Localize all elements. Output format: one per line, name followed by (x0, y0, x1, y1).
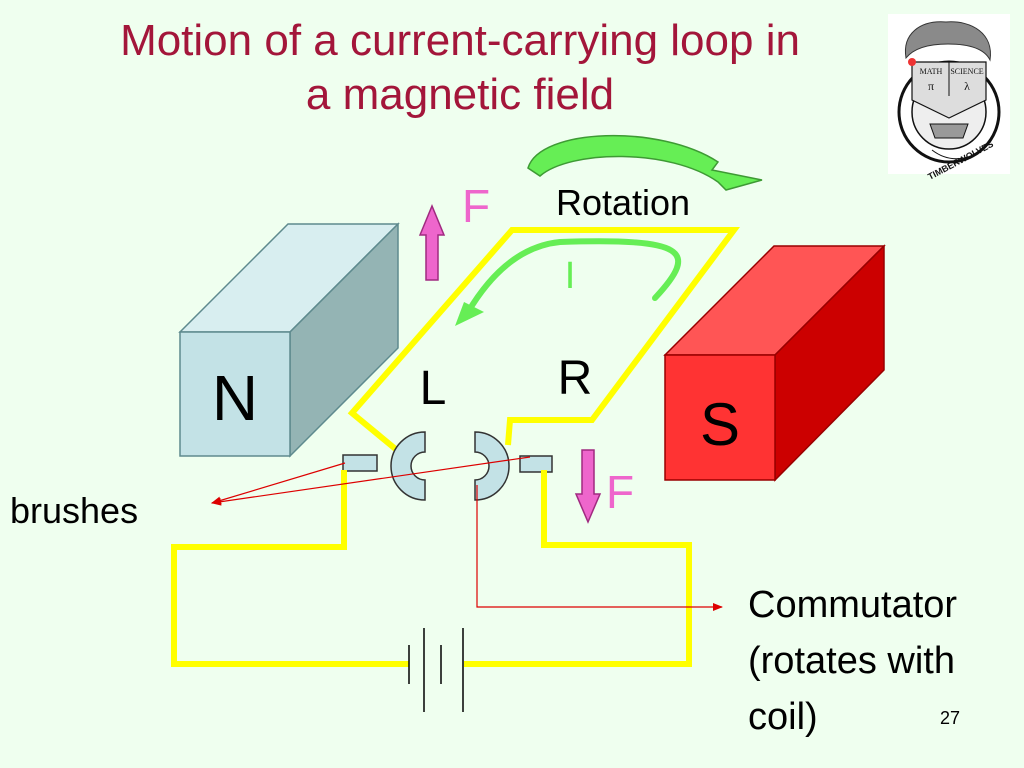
circuit-wire-right (464, 470, 692, 667)
brushes-pointer-2 (211, 456, 531, 506)
left-side-label: L (420, 362, 447, 415)
rotation-arrow (527, 134, 763, 191)
title-line-2: a magnetic field (305, 69, 615, 119)
timberwolves-crest-icon: MATH SCIENCE π λ TIMBERWOLVES (888, 14, 1010, 182)
commutator-label-line-3: coil) (748, 696, 818, 738)
battery (408, 628, 464, 712)
logo-symbol-pi: π (928, 79, 934, 93)
logo-symbol-lambda: λ (964, 79, 970, 93)
north-label: N (212, 362, 258, 434)
south-magnet: S (663, 244, 886, 482)
force-label-top: F (462, 180, 490, 232)
commutator-label: Commutator (rotates with coil) (748, 584, 957, 738)
right-brush (519, 455, 553, 473)
logo-left-text: MATH (920, 67, 943, 76)
left-brush (342, 454, 378, 472)
force-label-bottom: F (606, 466, 634, 518)
commutator-label-line-2: (rotates with (748, 640, 955, 682)
logo-right-text: SCIENCE (950, 67, 983, 76)
title-line-1: Motion of a current-carrying loop in (120, 16, 800, 65)
force-arrow-up (418, 204, 446, 281)
right-side-label: R (558, 352, 593, 405)
force-arrow-down (574, 449, 602, 524)
brushes-pointer-1 (211, 462, 346, 505)
south-label: S (700, 391, 740, 458)
commutator-right-half (474, 431, 510, 501)
brushes-label: brushes (10, 490, 138, 531)
coil-loop (347, 227, 740, 459)
current-label: I (565, 255, 576, 297)
page-title: Motion of a current-carrying loop in a m… (40, 14, 880, 121)
rotation-label: Rotation (556, 182, 690, 223)
page-number: 27 (940, 708, 960, 728)
commutator-pointer (476, 485, 723, 611)
north-magnet: N (178, 222, 400, 458)
commutator-label-line-1: Commutator (748, 584, 957, 626)
commutator-left-half (390, 431, 426, 501)
circuit-wire-left (171, 470, 409, 667)
current-arrow (455, 238, 682, 326)
